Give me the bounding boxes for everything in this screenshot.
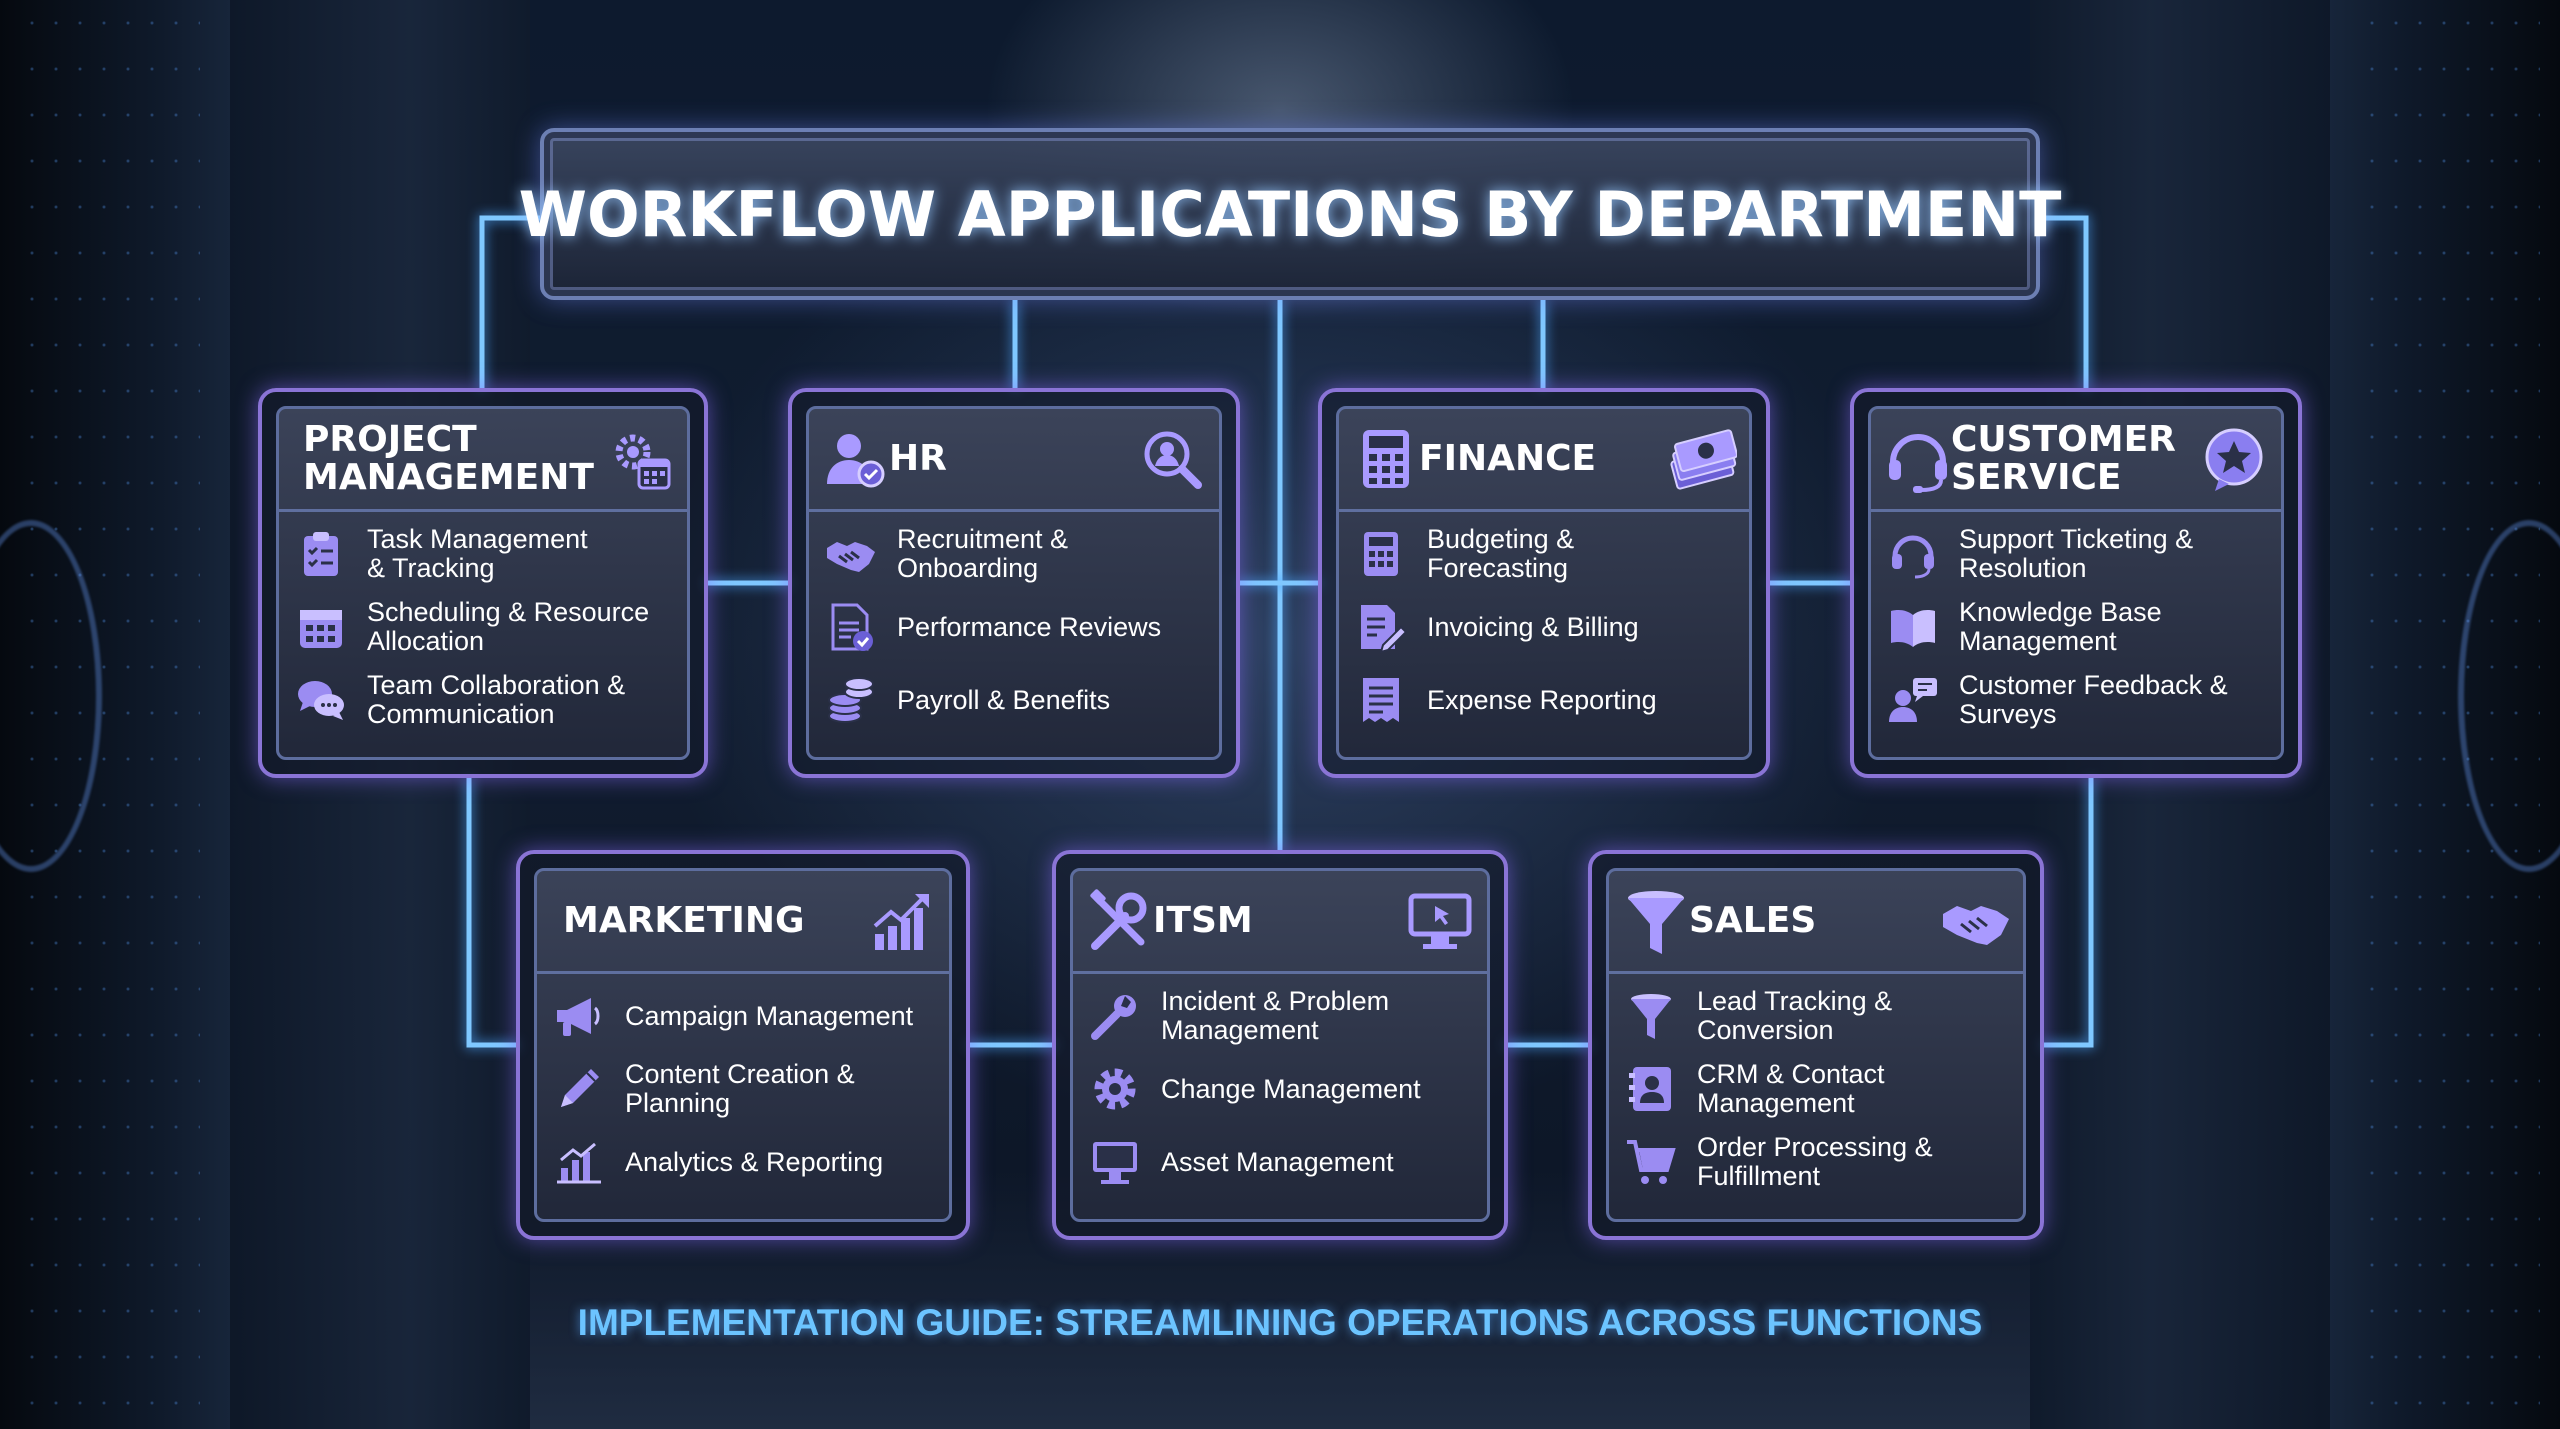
list-item: Analytics & Reporting	[553, 1127, 941, 1197]
list-item: Performance Reviews	[825, 592, 1211, 662]
calculator-icon	[1364, 532, 1398, 576]
coin-stack-icon	[828, 677, 874, 723]
list-item: Scheduling & Resource Allocation	[295, 592, 679, 662]
card-itsm: ITSM Incident & Problem Management Chang…	[1052, 850, 1508, 1240]
page-title: WORKFLOW APPLICATIONS BY DEPARTMENT	[518, 177, 2062, 251]
list-item: Budgeting & Forecasting	[1355, 519, 1741, 589]
chat-bubbles-icon	[298, 681, 344, 720]
clipboard-checklist-icon	[304, 532, 338, 576]
monitor-icon	[1093, 1142, 1137, 1184]
card-hr: HR Recruitment & Onboarding Performance …	[788, 388, 1240, 778]
list-item: Task Management & Tracking	[295, 519, 679, 589]
user-feedback-icon	[1889, 678, 1937, 722]
invoice-pen-icon	[1361, 605, 1407, 653]
card-finance: FINANCE Budgeting & Forecasting Invoicin…	[1318, 388, 1770, 778]
list-item: Change Management	[1089, 1054, 1479, 1124]
wrench-icon	[1091, 995, 1136, 1040]
growth-chart-icon	[873, 894, 929, 950]
list-item: Expense Reporting	[1355, 665, 1741, 735]
list-item: Customer Feedback & Surveys	[1887, 665, 2273, 735]
cash-stack-icon	[1670, 429, 1737, 490]
calculator-icon	[1363, 430, 1409, 488]
list-item: Support Ticketing & Resolution	[1887, 519, 2273, 589]
handshake-icon	[1943, 906, 2009, 945]
list-item: Team Collaboration & Communication	[295, 665, 679, 735]
headset-icon	[1889, 434, 1947, 493]
pencil-icon	[561, 1069, 599, 1107]
card-title: ITSM	[1153, 900, 1253, 941]
funnel-icon	[1628, 891, 1684, 954]
list-item: CRM & Contact Management	[1625, 1054, 2015, 1124]
receipt-icon	[1363, 678, 1399, 722]
list-item: Campaign Management	[553, 981, 941, 1051]
handshake-icon	[827, 542, 875, 572]
headset-icon	[1892, 535, 1934, 579]
card-title: PROJECT MANAGEMENT	[303, 419, 594, 498]
list-item: Payroll & Benefits	[825, 665, 1211, 735]
card-marketing: MARKETING Campaign Management Content Cr…	[516, 850, 970, 1240]
list-item: Lead Tracking & Conversion	[1625, 981, 2015, 1051]
list-item: Knowledge Base Management	[1887, 592, 2273, 662]
calendar-icon	[300, 610, 342, 648]
card-title: CUSTOMER SERVICE	[1951, 419, 2176, 498]
list-item: Content Creation & Planning	[553, 1054, 941, 1124]
search-person-icon	[1144, 431, 1202, 489]
list-item: Order Processing & Fulfillment	[1625, 1127, 2015, 1197]
card-customer-service: CUSTOMER SERVICE Support Ticketing & Res…	[1850, 388, 2302, 778]
list-item: Recruitment & Onboarding	[825, 519, 1211, 589]
contact-book-icon	[1629, 1067, 1671, 1111]
list-item: Invoicing & Billing	[1355, 592, 1741, 662]
document-check-icon	[831, 603, 873, 651]
card-title: HR	[889, 438, 947, 479]
title-banner: WORKFLOW APPLICATIONS BY DEPARTMENT	[519, 128, 2061, 300]
footer-subtitle: IMPLEMENTATION GUIDE: STREAMLINING OPERA…	[577, 1302, 1983, 1343]
card-title: FINANCE	[1419, 438, 1597, 479]
gear-calendar-icon	[615, 434, 671, 490]
monitor-cursor-icon	[1408, 893, 1472, 949]
megaphone-icon	[557, 998, 600, 1036]
card-title: SALES	[1689, 900, 1817, 941]
card-sales: SALES Lead Tracking & Conversion CRM & C…	[1588, 850, 2044, 1240]
card-title: MARKETING	[563, 900, 805, 941]
funnel-icon	[1631, 994, 1671, 1039]
user-check-icon	[827, 434, 885, 488]
tools-icon	[1090, 889, 1147, 950]
star-badge-icon	[2205, 428, 2263, 491]
card-project-management: PROJECT MANAGEMENT Task Management & Tra…	[258, 388, 708, 778]
gear-icon	[1094, 1068, 1136, 1110]
shopping-cart-icon	[1627, 1140, 1676, 1184]
list-item: Asset Management	[1089, 1127, 1479, 1197]
bar-chart-icon	[557, 1142, 601, 1184]
list-item: Incident & Problem Management	[1089, 981, 1479, 1051]
open-book-icon	[1891, 610, 1935, 647]
